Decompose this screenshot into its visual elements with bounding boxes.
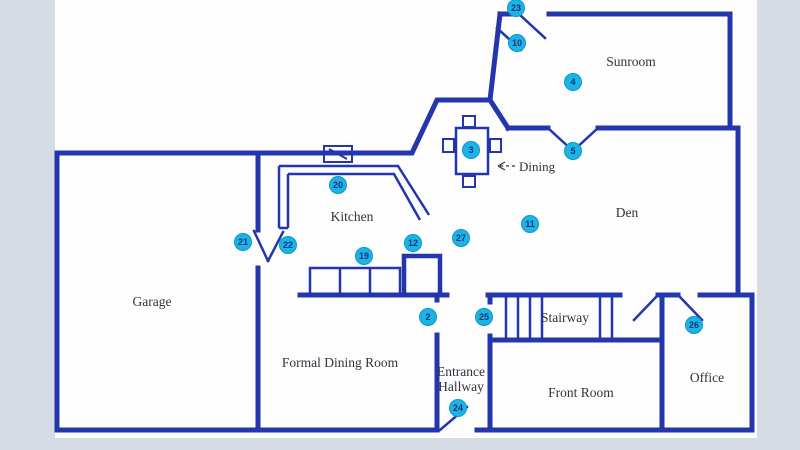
- marker-circle-21[interactable]: [234, 233, 252, 251]
- marker-number-25: 25: [479, 312, 489, 322]
- kitchen-sink-detail: [328, 148, 348, 160]
- stair-treads: [504, 297, 614, 338]
- marker-number-20: 20: [333, 180, 343, 190]
- dining-chair-right: [489, 138, 502, 153]
- room-label-sunroom: Sunroom: [606, 54, 656, 69]
- marker-5[interactable]: 5: [564, 142, 582, 160]
- marker-circle-22[interactable]: [279, 236, 297, 254]
- marker-3[interactable]: 3: [462, 141, 480, 159]
- marker-circle-4[interactable]: [564, 73, 582, 91]
- marker-4[interactable]: 4: [564, 73, 582, 91]
- marker-number-3: 3: [468, 145, 473, 155]
- marker-circle-19[interactable]: [355, 247, 373, 265]
- garage-kitchen-door: [252, 229, 285, 263]
- marker-number-23: 23: [511, 3, 521, 13]
- dining-annotation-text: Dining: [519, 159, 556, 174]
- kitchen-counter: [277, 164, 431, 230]
- room-label-garage: Garage: [133, 294, 172, 309]
- marker-23[interactable]: 23: [507, 0, 525, 17]
- marker-number-2: 2: [425, 312, 430, 322]
- kitchen-cabinets: [308, 266, 402, 297]
- marker-number-11: 11: [525, 219, 535, 229]
- marker-number-21: 21: [238, 237, 248, 247]
- marker-circle-20[interactable]: [329, 176, 347, 194]
- marker-circle-26[interactable]: [685, 316, 703, 334]
- room-label-kitchen: Kitchen: [331, 209, 374, 224]
- marker-number-19: 19: [359, 251, 369, 261]
- marker-circle-27[interactable]: [452, 229, 470, 247]
- marker-number-12: 12: [408, 238, 418, 248]
- marker-number-26: 26: [689, 320, 699, 330]
- fixtures: [277, 115, 614, 338]
- marker-circle-10[interactable]: [508, 34, 526, 52]
- marker-circle-2[interactable]: [419, 308, 437, 326]
- marker-10[interactable]: 10: [508, 34, 526, 52]
- office-door: [678, 295, 704, 322]
- room-label-stairway: Stairway: [541, 310, 589, 325]
- marker-20[interactable]: 20: [329, 176, 347, 194]
- marker-circle-24[interactable]: [449, 399, 467, 417]
- dining-annotation: Dining: [497, 159, 556, 174]
- dining-chair-left: [442, 138, 455, 153]
- marker-number-10: 10: [512, 38, 522, 48]
- marker-27[interactable]: 27: [452, 229, 470, 247]
- marker-22[interactable]: 22: [279, 236, 297, 254]
- room-label-office: Office: [690, 370, 724, 385]
- marker-number-4: 4: [570, 77, 575, 87]
- marker-2[interactable]: 2: [419, 308, 437, 326]
- marker-number-5: 5: [570, 146, 575, 156]
- room-label-den: Den: [616, 205, 639, 220]
- marker-circle-5[interactable]: [564, 142, 582, 160]
- marker-circle-25[interactable]: [475, 308, 493, 326]
- dining-chair-top: [462, 115, 476, 128]
- marker-25[interactable]: 25: [475, 308, 493, 326]
- marker-12[interactable]: 12: [404, 234, 422, 252]
- marker-21[interactable]: 21: [234, 233, 252, 251]
- dining-chair-bottom: [462, 175, 476, 188]
- stairway-door: [632, 295, 658, 322]
- marker-circle-3[interactable]: [462, 141, 480, 159]
- stove: [401, 253, 443, 298]
- marker-circle-23[interactable]: [507, 0, 525, 17]
- marker-19[interactable]: 19: [355, 247, 373, 265]
- dining-arrow-head: [497, 161, 506, 171]
- marker-number-22: 22: [283, 240, 293, 250]
- markers: 23 10 4 5 3 20 11 27 12 21 22 19 2 25 26 24: [234, 0, 703, 417]
- marker-11[interactable]: 11: [521, 215, 539, 233]
- marker-number-27: 27: [456, 233, 466, 243]
- room-label-front-room: Front Room: [548, 385, 614, 400]
- wall-kitchen-nook-sunroom: [255, 11, 733, 156]
- kitchen-cabinet-dividers: [338, 268, 372, 295]
- marker-circle-12[interactable]: [404, 234, 422, 252]
- marker-number-24: 24: [453, 403, 463, 413]
- marker-26[interactable]: 26: [685, 316, 703, 334]
- marker-24[interactable]: 24: [449, 399, 467, 417]
- room-label-formal-dining-room: Formal Dining Room: [282, 355, 399, 370]
- marker-circle-11[interactable]: [521, 215, 539, 233]
- plan-background: [55, 0, 757, 438]
- kitchen-sink: [323, 145, 353, 163]
- sunroom-top-door: [517, 12, 547, 40]
